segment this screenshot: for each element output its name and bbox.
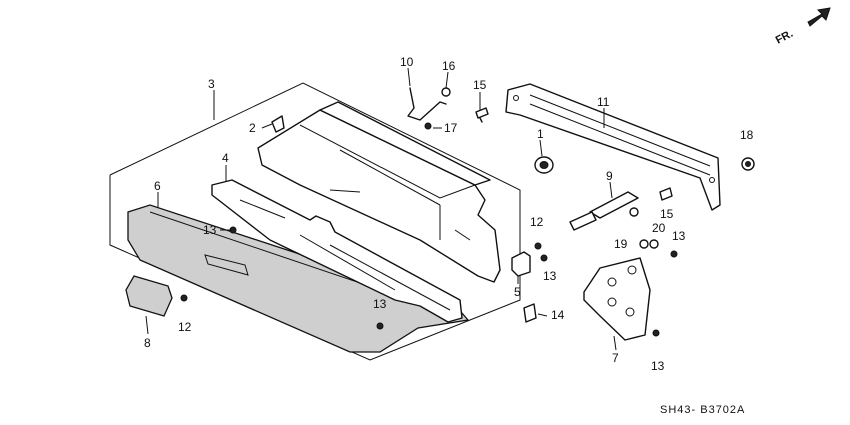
callout-6: 6	[154, 179, 161, 193]
bolt-14	[523, 303, 537, 323]
callout-9: 9	[606, 169, 613, 183]
callout-16: 16	[442, 59, 456, 73]
callout-11: 11	[597, 95, 610, 109]
screw-13-lower	[376, 322, 384, 330]
nut-18	[741, 157, 755, 171]
screw-12-right	[534, 242, 542, 250]
callout-5: 5	[514, 285, 521, 299]
callout-13-mid: 13	[543, 269, 557, 283]
callout-13-lower: 13	[373, 297, 387, 311]
callout-14: 14	[551, 308, 565, 322]
front-direction-label: FR.	[774, 28, 795, 47]
callout-19: 19	[614, 237, 628, 251]
hinge-bracket	[583, 257, 651, 341]
callout-1: 1	[537, 127, 544, 141]
callout-7: 7	[612, 351, 619, 365]
callout-2: 2	[249, 121, 256, 135]
callout-18: 18	[740, 128, 754, 142]
callout-15-top: 15	[473, 78, 487, 92]
front-direction-arrow-icon	[807, 7, 831, 27]
callout-4: 4	[222, 151, 229, 165]
screw-13-bottom	[652, 329, 660, 337]
callout-12-right: 12	[530, 215, 544, 229]
callout-12-left: 12	[178, 320, 192, 334]
callout-15-lower: 15	[660, 207, 674, 221]
washer-20	[649, 239, 659, 249]
callout-3: 3	[208, 77, 215, 91]
callout-10: 10	[400, 55, 414, 69]
callout-20: 20	[652, 221, 666, 235]
stay-cylinder	[569, 191, 639, 231]
damper-part-1	[534, 156, 554, 174]
glove-box-body	[257, 101, 501, 283]
callout-13-bottom: 13	[651, 359, 665, 373]
screw-12-left	[180, 294, 188, 302]
washer-19	[639, 239, 649, 249]
stay-bar	[505, 83, 721, 211]
bracket-5	[511, 251, 531, 277]
callout-13-left: 13	[203, 223, 217, 237]
clip-part-2	[271, 115, 285, 133]
leader-lines	[145, 67, 617, 351]
callout-13-right: 13	[672, 229, 686, 243]
glove-box-inner-panel	[211, 179, 463, 323]
rod-assembly	[407, 87, 451, 130]
screw-13-right	[670, 250, 678, 258]
bolt-15-top	[475, 107, 489, 123]
bolt-15-lower	[659, 187, 673, 201]
callout-8: 8	[144, 336, 151, 350]
drawing-code: SH43- B3702A	[660, 404, 745, 416]
callout-17: 17	[444, 121, 458, 135]
latch	[125, 275, 173, 317]
callout-labels: 1 2 3 4 5 6 7 8 9 10 11 12 12 13 13 13 1…	[144, 55, 754, 373]
screw-13-mid	[540, 254, 548, 262]
